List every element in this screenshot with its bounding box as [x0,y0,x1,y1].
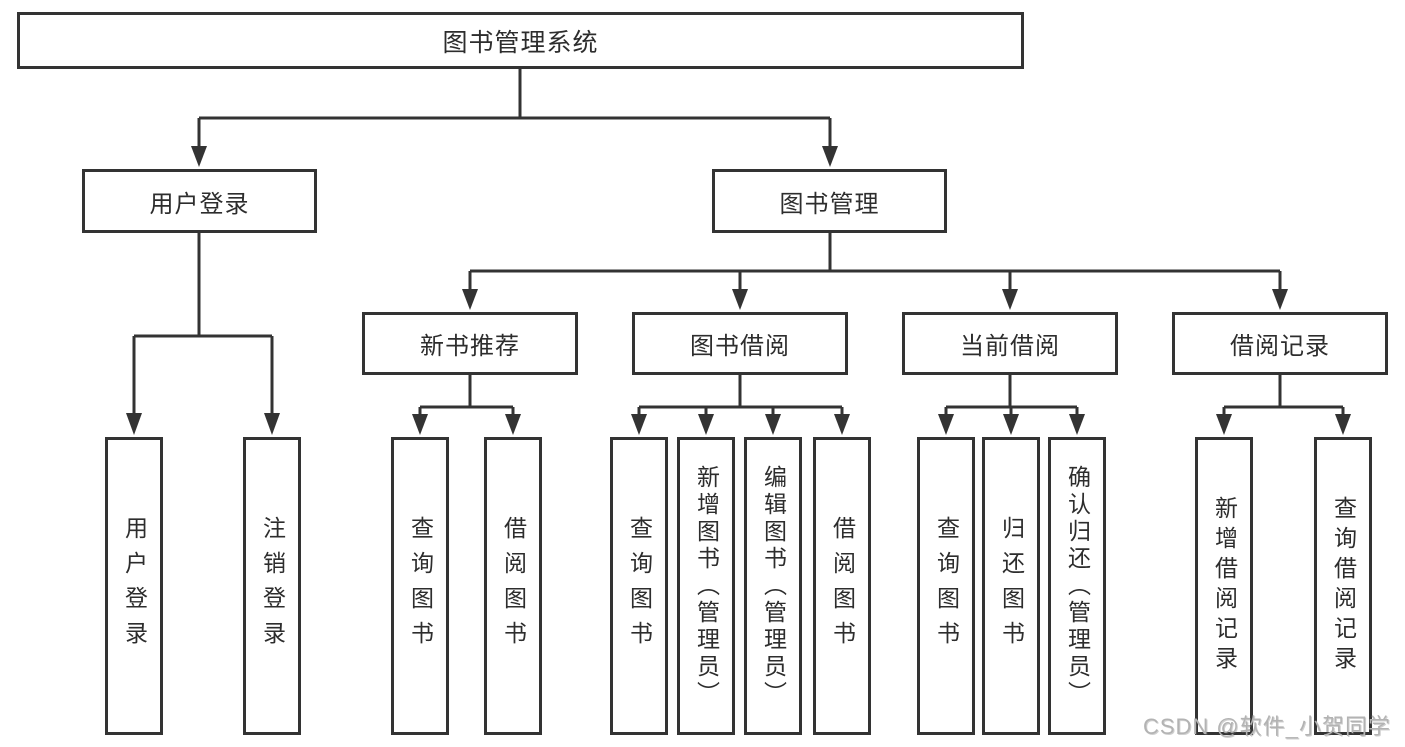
leaf-query-borrow-record: 查询借阅记录 [1314,437,1372,735]
node-new-book-recommend: 新书推荐 [362,312,578,375]
node-book-borrow: 图书借阅 [632,312,848,375]
leaf-add-borrow-record: 新增借阅记录 [1195,437,1253,735]
leaf-query-books-current: 查询图书 [917,437,975,735]
leaf-confirm-return-admin: 确认归还（管理员） [1048,437,1106,735]
csdn-watermark: CSDN @软件_小贺同学 [1142,714,1391,739]
node-library-management-system: 图书管理系统 [17,12,1024,69]
node-book-management: 图书管理 [712,169,947,233]
leaf-label: 新增借阅记录 [1211,496,1238,676]
leaf-add-books-admin: 新增图书（管理员） [677,437,735,735]
leaf-label: 借阅图书 [829,516,856,656]
node-current-borrow: 当前借阅 [902,312,1118,375]
leaf-return-books: 归还图书 [982,437,1040,735]
leaf-user-login: 用户登录 [105,437,163,735]
leaf-label: 用户登录 [121,516,148,656]
leaf-label: 注销登录 [259,516,286,656]
leaf-logout: 注销登录 [243,437,301,735]
leaf-label: 查询图书 [407,516,434,656]
leaf-label: 编辑图书（管理员） [760,464,787,708]
leaf-borrow-books: 借阅图书 [813,437,871,735]
leaf-label: 查询图书 [626,516,653,656]
leaf-label: 借阅图书 [500,516,527,656]
leaf-label: 归还图书 [998,516,1025,656]
leaf-label: 新增图书（管理员） [693,464,720,708]
leaf-label: 确认归还（管理员） [1064,464,1091,708]
leaf-query-books-borrow: 查询图书 [610,437,668,735]
leaf-edit-books-admin: 编辑图书（管理员） [744,437,802,735]
node-borrow-records: 借阅记录 [1172,312,1388,375]
leaf-query-books-recommend: 查询图书 [391,437,449,735]
leaf-label: 查询借阅记录 [1330,496,1357,676]
leaf-label: 查询图书 [933,516,960,656]
leaf-borrow-books-recommend: 借阅图书 [484,437,542,735]
node-user-login: 用户登录 [82,169,317,233]
